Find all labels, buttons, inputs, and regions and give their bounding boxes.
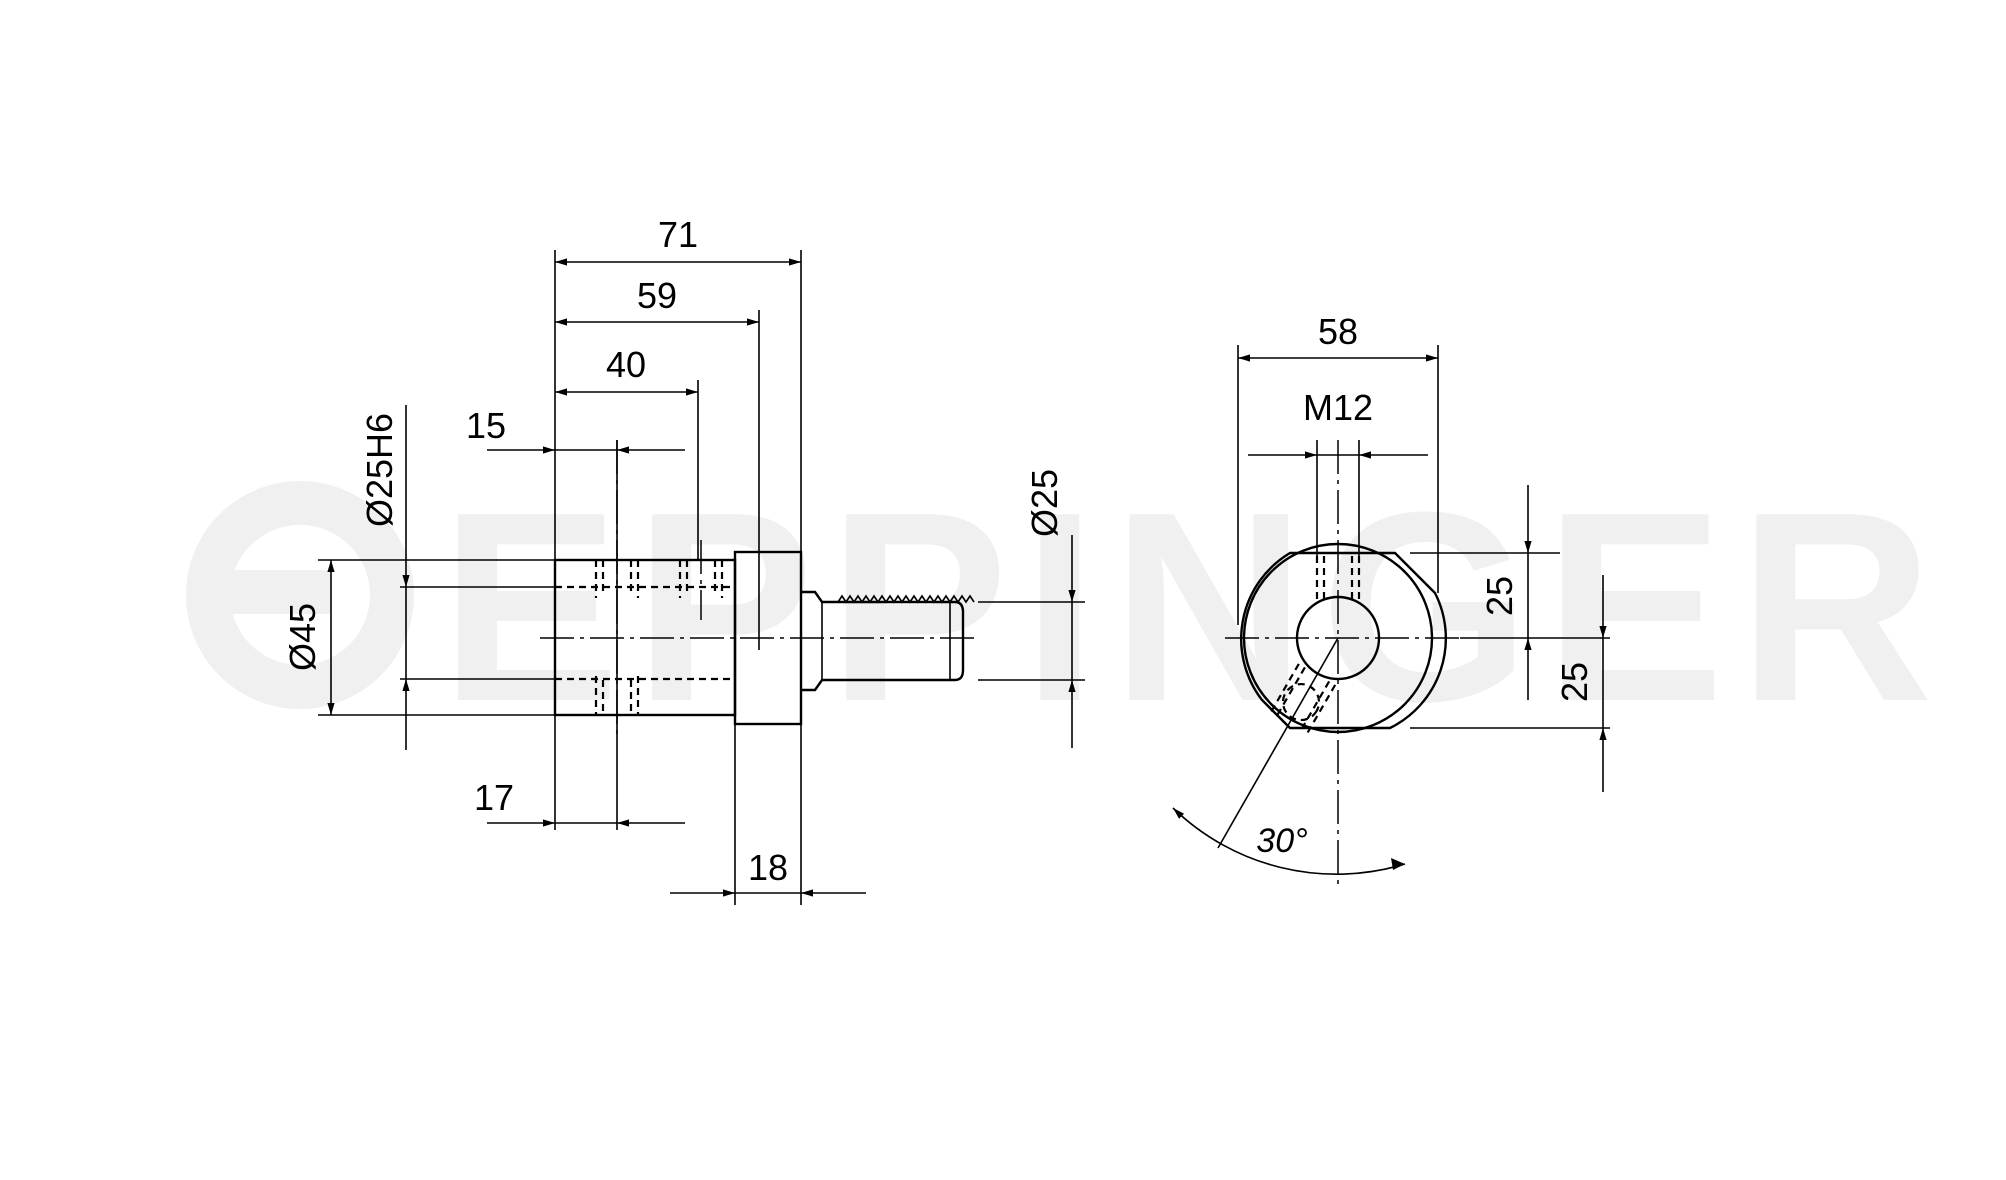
- dim-58-label: 58: [1318, 311, 1358, 352]
- dim-40-label: 40: [606, 344, 646, 385]
- side-view: 71 59 40 15 17 18 Ø25H6 Ø45 Ø25: [282, 214, 1085, 905]
- dim-m12-label: M12: [1303, 387, 1373, 428]
- dim-25-upper-label: 25: [1479, 576, 1520, 616]
- watermark: EPPINGER: [186, 457, 1947, 758]
- side-thread-holes: [594, 560, 724, 715]
- dim-d25h6-label: Ø25H6: [359, 413, 400, 527]
- side-serration: [837, 594, 975, 604]
- angle-30-label: 30°: [1256, 822, 1307, 860]
- dim-25-lower-label: 25: [1554, 662, 1595, 702]
- side-shank-outline: [801, 590, 965, 692]
- front-outer-profile: [1239, 551, 1447, 730]
- dim-71-label: 71: [658, 214, 698, 255]
- dim-59-label: 59: [637, 275, 677, 316]
- side-extension-lines: [318, 250, 1085, 905]
- front-extension-lines: [1237, 345, 1610, 729]
- front-m12-thread-hidden: [1315, 556, 1361, 600]
- front-angle-ref-line: [1217, 637, 1339, 849]
- dim-18-label: 18: [748, 847, 788, 888]
- dim-d45-label: Ø45: [282, 603, 323, 671]
- front-view: 58 M12 25 25 30°: [1172, 311, 1610, 885]
- dim-d25-label: Ø25: [1024, 469, 1065, 537]
- angle-30-arc-end-arrow: [1391, 858, 1405, 870]
- dim-15-label: 15: [466, 405, 506, 446]
- watermark-text: EPPINGER: [440, 457, 1947, 758]
- dim-17-label: 17: [474, 777, 514, 818]
- watermark-logo-icon: [186, 481, 414, 709]
- angle-30-arc: [1172, 807, 1406, 875]
